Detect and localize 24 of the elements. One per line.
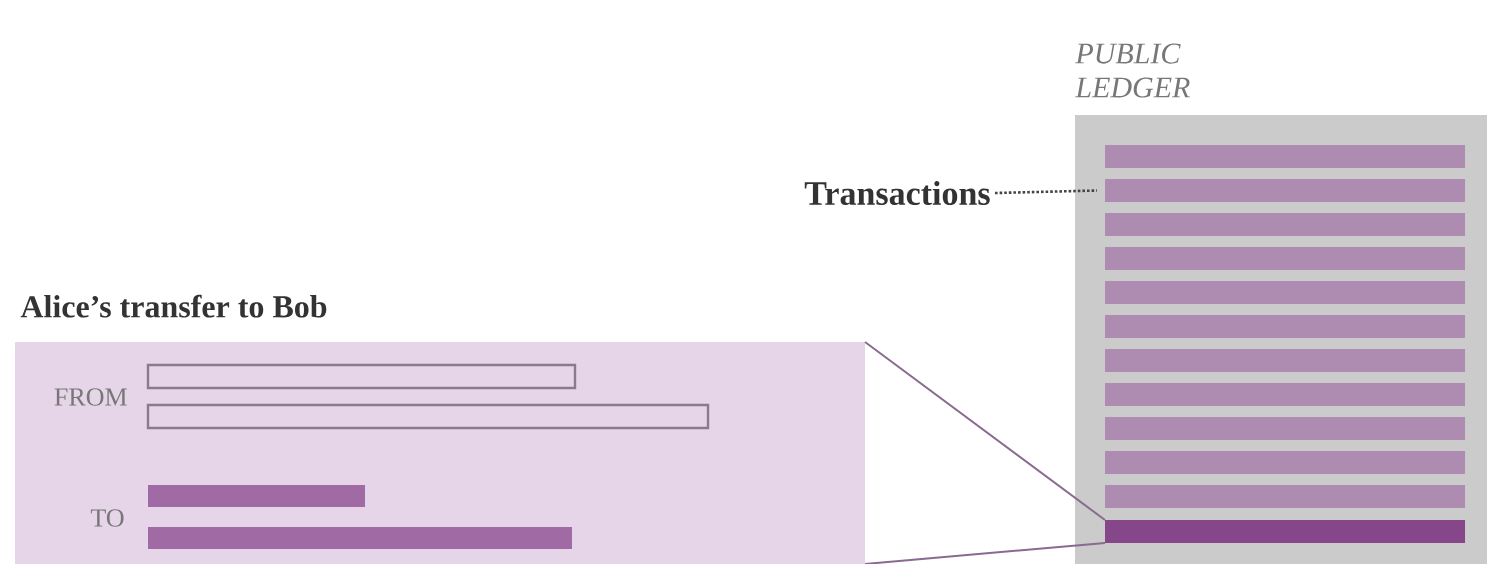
bar — [1105, 520, 1465, 543]
label-text: Transactions — [804, 181, 990, 205]
bar — [1105, 451, 1465, 474]
heading: PUBLIC LEDGER — [1075, 43, 1190, 98]
field-label: FROM — [54, 388, 127, 406]
bar — [1105, 485, 1465, 508]
bar — [1105, 417, 1465, 440]
bar — [1105, 213, 1465, 236]
field-outline — [146, 403, 710, 430]
bar — [148, 485, 365, 507]
field-label: TO — [90, 509, 124, 527]
bar — [1105, 247, 1465, 270]
bar — [1105, 383, 1465, 406]
zoom-line — [864, 542, 1106, 564]
bar — [1105, 315, 1465, 338]
field-outline — [146, 363, 577, 390]
bar — [1105, 145, 1465, 168]
bar — [1105, 179, 1465, 202]
bar — [148, 527, 572, 549]
heading: Alice’s transfer to Bob — [20, 294, 327, 318]
bar — [1105, 349, 1465, 372]
leader-line — [994, 189, 1098, 195]
zoom-line — [864, 341, 1106, 521]
bar — [1105, 281, 1465, 304]
